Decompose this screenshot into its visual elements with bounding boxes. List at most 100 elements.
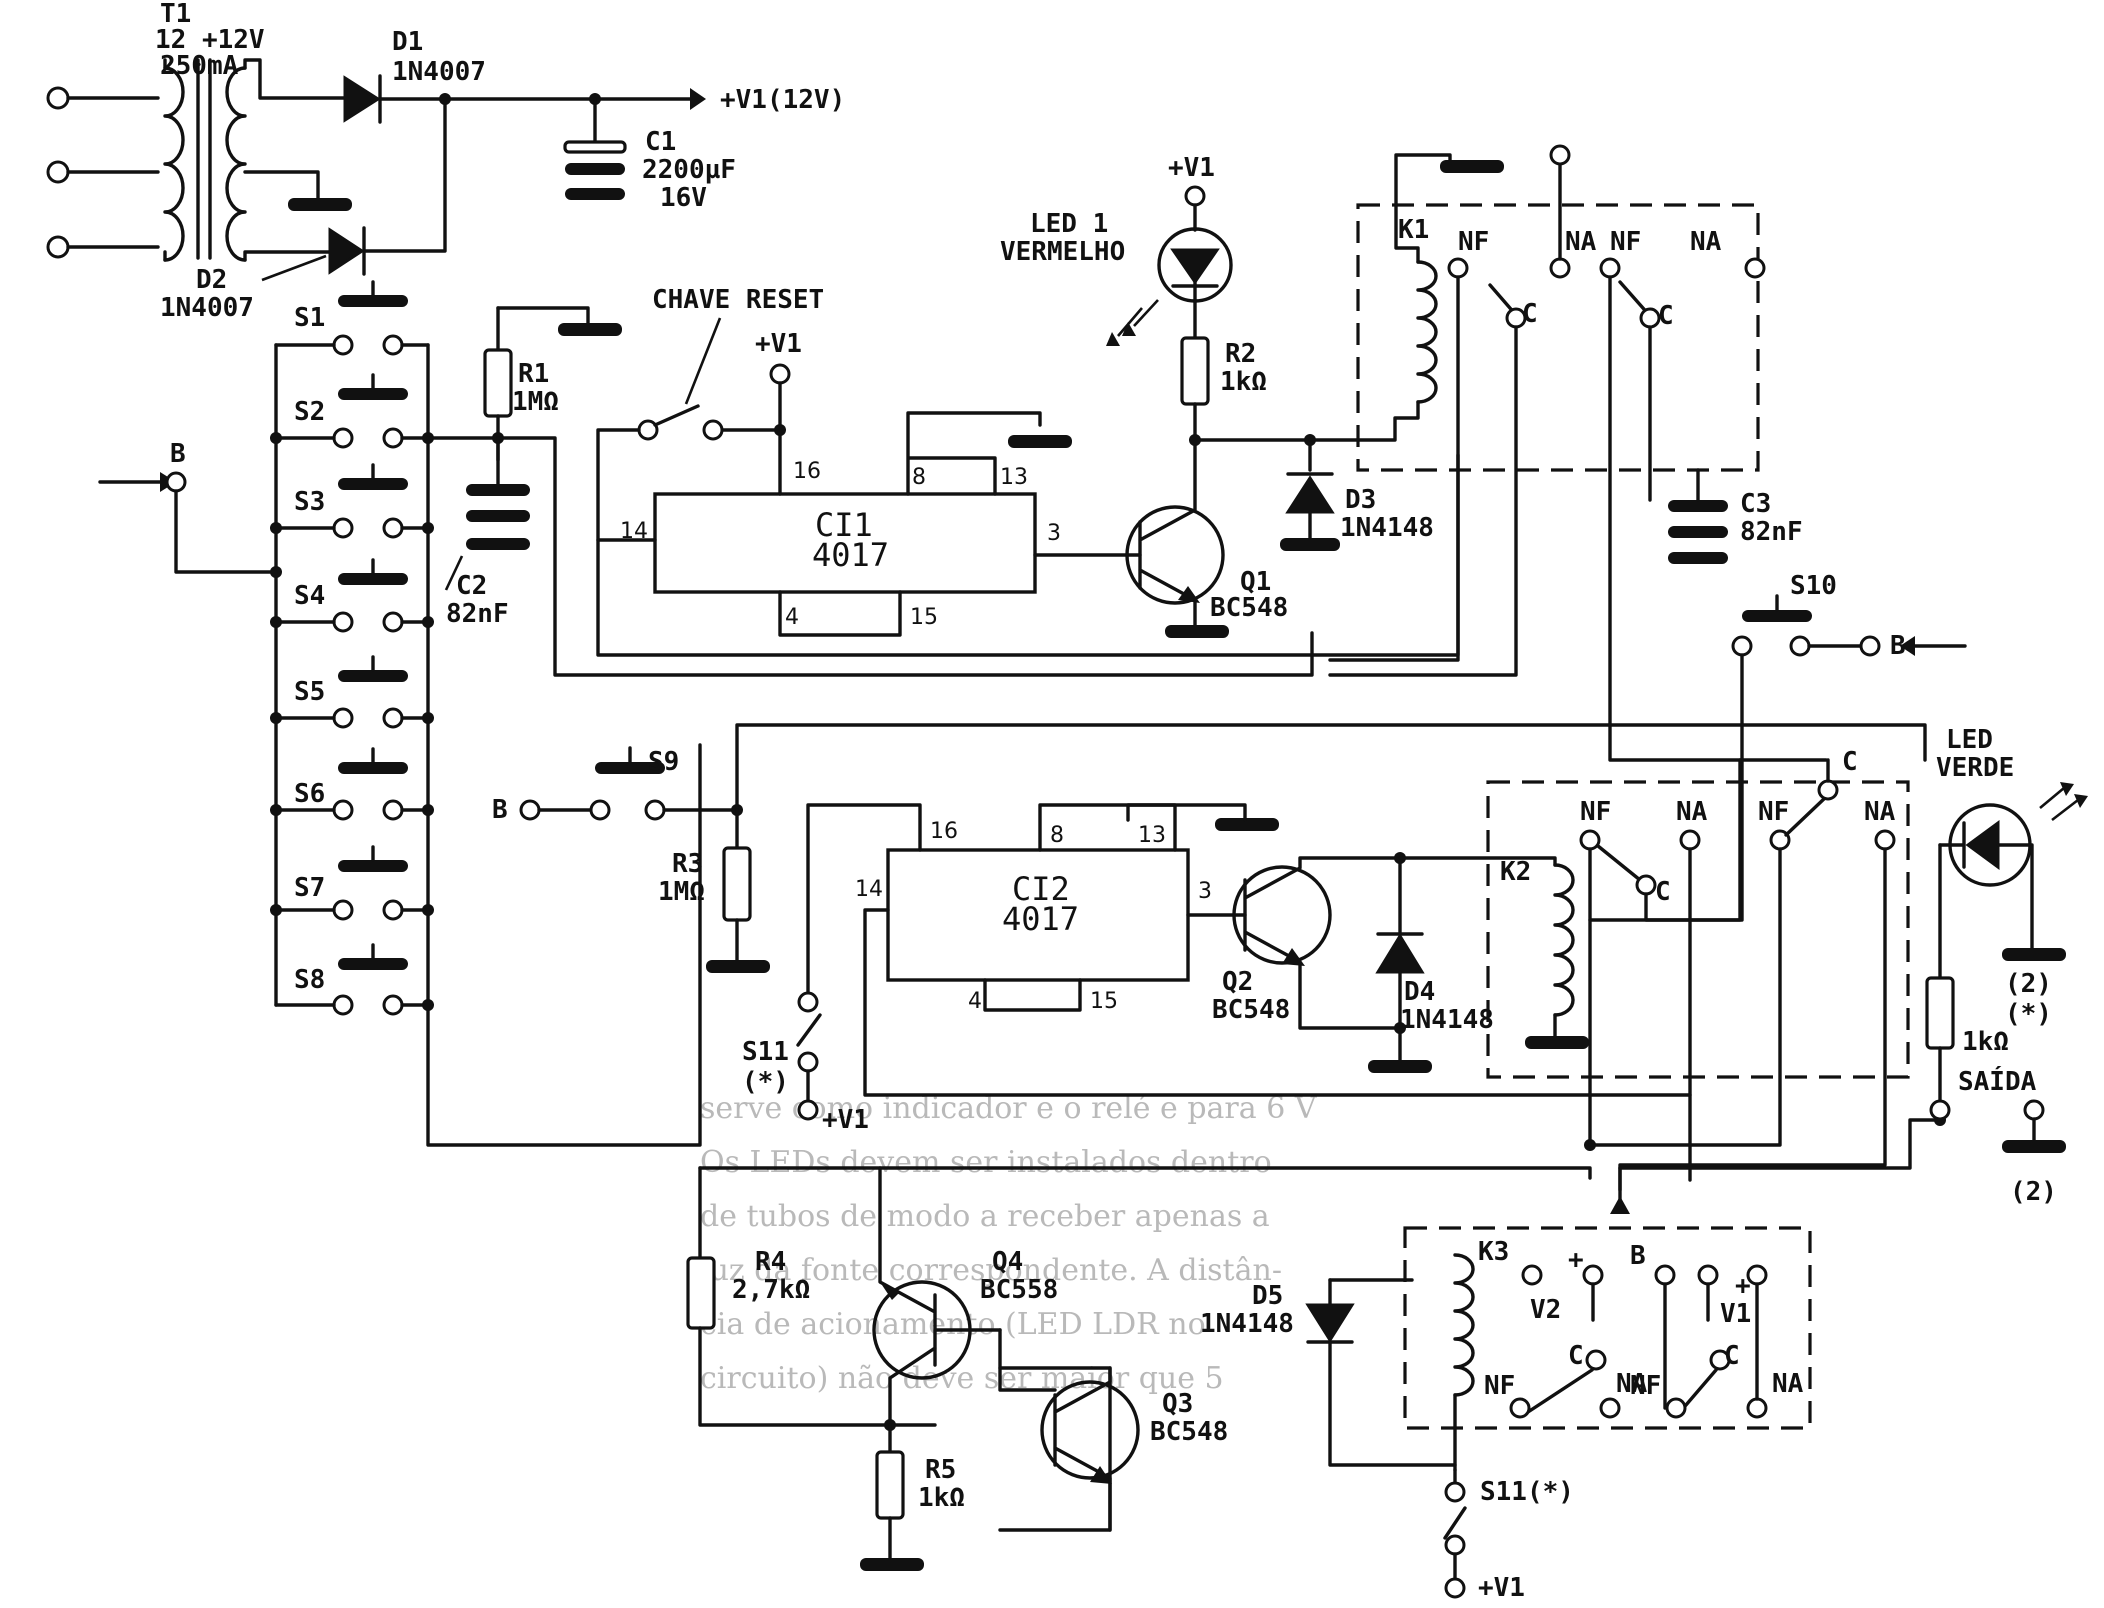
ci2-section: B S9 R3 1MΩ CI2 4017 16 14 8 13 3 4 15 bbox=[492, 723, 1927, 1135]
power-supply: T1 12 +12V 250mA D1 1N4007 D2 1N4007 +V1… bbox=[46, 0, 845, 323]
k2-c1-label: C bbox=[1655, 877, 1671, 907]
s2-label: S2 bbox=[294, 397, 325, 427]
k3-enclosure bbox=[1403, 1226, 1812, 1430]
r2-value: 1kΩ bbox=[1220, 367, 1267, 397]
k3-ref: K3 bbox=[1478, 1237, 1509, 1267]
c1-plate-positive bbox=[563, 140, 627, 154]
ci1-pin16: 16 bbox=[793, 459, 821, 484]
d3-diode bbox=[1285, 475, 1335, 514]
transformer-secondary bbox=[225, 66, 247, 262]
r1-value: 1MΩ bbox=[512, 387, 559, 417]
node-b-input bbox=[165, 471, 187, 493]
s7-label: S7 bbox=[294, 873, 325, 903]
s11b-terminal-supply bbox=[1444, 1577, 1466, 1599]
output-terminal-b bbox=[2023, 1099, 2045, 1121]
rail-arrow bbox=[690, 88, 706, 110]
k2-nf1-label: NF bbox=[1580, 797, 1611, 827]
r3-value: 1MΩ bbox=[658, 877, 705, 907]
r5-resistor bbox=[875, 1450, 905, 1520]
s9-plate bbox=[595, 762, 665, 774]
s5-label: S5 bbox=[294, 677, 325, 707]
reset-terminal-b bbox=[702, 419, 724, 441]
bleed-line-6: circuito) não deve ser maior que 5 bbox=[700, 1361, 1224, 1396]
ci2-pin4: 4 bbox=[968, 989, 982, 1014]
s8-label: S8 bbox=[294, 965, 325, 995]
k3-plus1: + bbox=[1568, 1245, 1584, 1275]
led1-supply-terminal bbox=[1184, 185, 1206, 207]
r4-value: 2,7kΩ bbox=[732, 1275, 810, 1305]
q2-part: BC548 bbox=[1212, 995, 1290, 1025]
switch-s8: S8 bbox=[274, 943, 430, 1016]
q3-transistor bbox=[1040, 1380, 1140, 1480]
k2-c2-label: C bbox=[1842, 747, 1858, 777]
k3-b-arrow bbox=[1610, 1196, 1630, 1214]
ci1-pin4: 4 bbox=[785, 605, 799, 630]
switch-s1: S1 bbox=[274, 280, 430, 356]
node-b-label: B bbox=[170, 439, 186, 469]
led1-color: VERMELHO bbox=[1000, 237, 1125, 267]
k1-nf2-label: NF bbox=[1610, 227, 1641, 257]
d5-ref: D5 bbox=[1252, 1281, 1283, 1311]
relay-k2: K2 NF C NA NF C NA bbox=[1398, 747, 1910, 1192]
r2-resistor bbox=[1180, 336, 1210, 406]
k1-na2-label: NA bbox=[1690, 227, 1722, 257]
led1-supply-label: +V1 bbox=[1168, 153, 1215, 183]
r3-resistor bbox=[722, 846, 752, 922]
c3-ref: C3 bbox=[1740, 489, 1771, 519]
t1-ref: T1 bbox=[160, 0, 191, 29]
k3-c2-label: C bbox=[1724, 1341, 1740, 1371]
r5-value: 1kΩ bbox=[918, 1483, 965, 1513]
output-note-2: (2) bbox=[2005, 969, 2052, 999]
relay-k1: K1 NF NA C NF NA C bbox=[1308, 144, 1828, 762]
r4-resistor bbox=[686, 1256, 716, 1330]
d5-diode bbox=[1305, 1303, 1355, 1343]
c2-plate bbox=[466, 484, 530, 496]
c1-voltage: 16V bbox=[660, 183, 707, 213]
switch-s6: S6 bbox=[274, 747, 430, 821]
s9-label: S9 bbox=[648, 747, 679, 777]
k3-nf2-label: NF bbox=[1630, 1371, 1661, 1401]
s11b-terminal-mid bbox=[1444, 1534, 1466, 1556]
d4-ref: D4 bbox=[1404, 977, 1435, 1007]
r2-ref: R2 bbox=[1225, 339, 1256, 369]
keypad-switches: S1 S2 S3 S4 S5 bbox=[98, 280, 702, 1147]
d2-diode bbox=[328, 227, 365, 275]
q3-part: BC548 bbox=[1150, 1417, 1228, 1447]
k1-nf1-label: NF bbox=[1458, 227, 1489, 257]
bleed-through-text: serve como indicador e o relé e para 6 V… bbox=[700, 1091, 1318, 1396]
s11-note: (*) bbox=[742, 1067, 789, 1097]
switch-s2: S2 bbox=[274, 373, 430, 449]
ground-t1 bbox=[288, 198, 352, 211]
d5-part: 1N4148 bbox=[1200, 1309, 1294, 1339]
switch-s3: S3 bbox=[274, 463, 430, 539]
ci2-pin3: 3 bbox=[1198, 879, 1212, 904]
k1-c2-label: C bbox=[1658, 301, 1674, 331]
s11b-label: S11(*) bbox=[1480, 1477, 1574, 1507]
mains-terminal-1 bbox=[46, 86, 70, 110]
ci2-pin15: 15 bbox=[1090, 989, 1118, 1014]
led2-color: VERDE bbox=[1936, 753, 2014, 783]
mains-terminal-3 bbox=[46, 235, 70, 259]
s1-label: S1 bbox=[294, 303, 325, 333]
q2-ref: Q2 bbox=[1222, 967, 1253, 997]
c2-ref: C2 bbox=[456, 571, 487, 601]
switch-s5: S5 bbox=[274, 655, 430, 729]
k2-coil bbox=[1553, 863, 1575, 1017]
t1-rating: 12 +12V bbox=[155, 25, 265, 55]
k3-coil bbox=[1453, 1253, 1475, 1397]
k1-coil bbox=[1416, 260, 1438, 404]
q1-transistor bbox=[1125, 505, 1225, 605]
c1-plate bbox=[565, 163, 625, 175]
ci2-pin13: 13 bbox=[1138, 823, 1166, 848]
k3-c1-label: C bbox=[1568, 1341, 1584, 1371]
r1-resistor bbox=[483, 348, 513, 418]
s6-label: S6 bbox=[294, 779, 325, 809]
s11b-terminal-top bbox=[1444, 1481, 1466, 1503]
s10-label: S10 bbox=[1790, 571, 1837, 601]
s11-supply-label: +V1 bbox=[822, 1105, 869, 1135]
q3-ref: Q3 bbox=[1162, 1389, 1193, 1419]
k3-v2-label: V2 bbox=[1530, 1295, 1561, 1325]
d1-diode bbox=[343, 75, 381, 123]
c3-s10: C3 82nF S10 B bbox=[1588, 468, 1967, 922]
r5-ref: R5 bbox=[925, 1455, 956, 1485]
